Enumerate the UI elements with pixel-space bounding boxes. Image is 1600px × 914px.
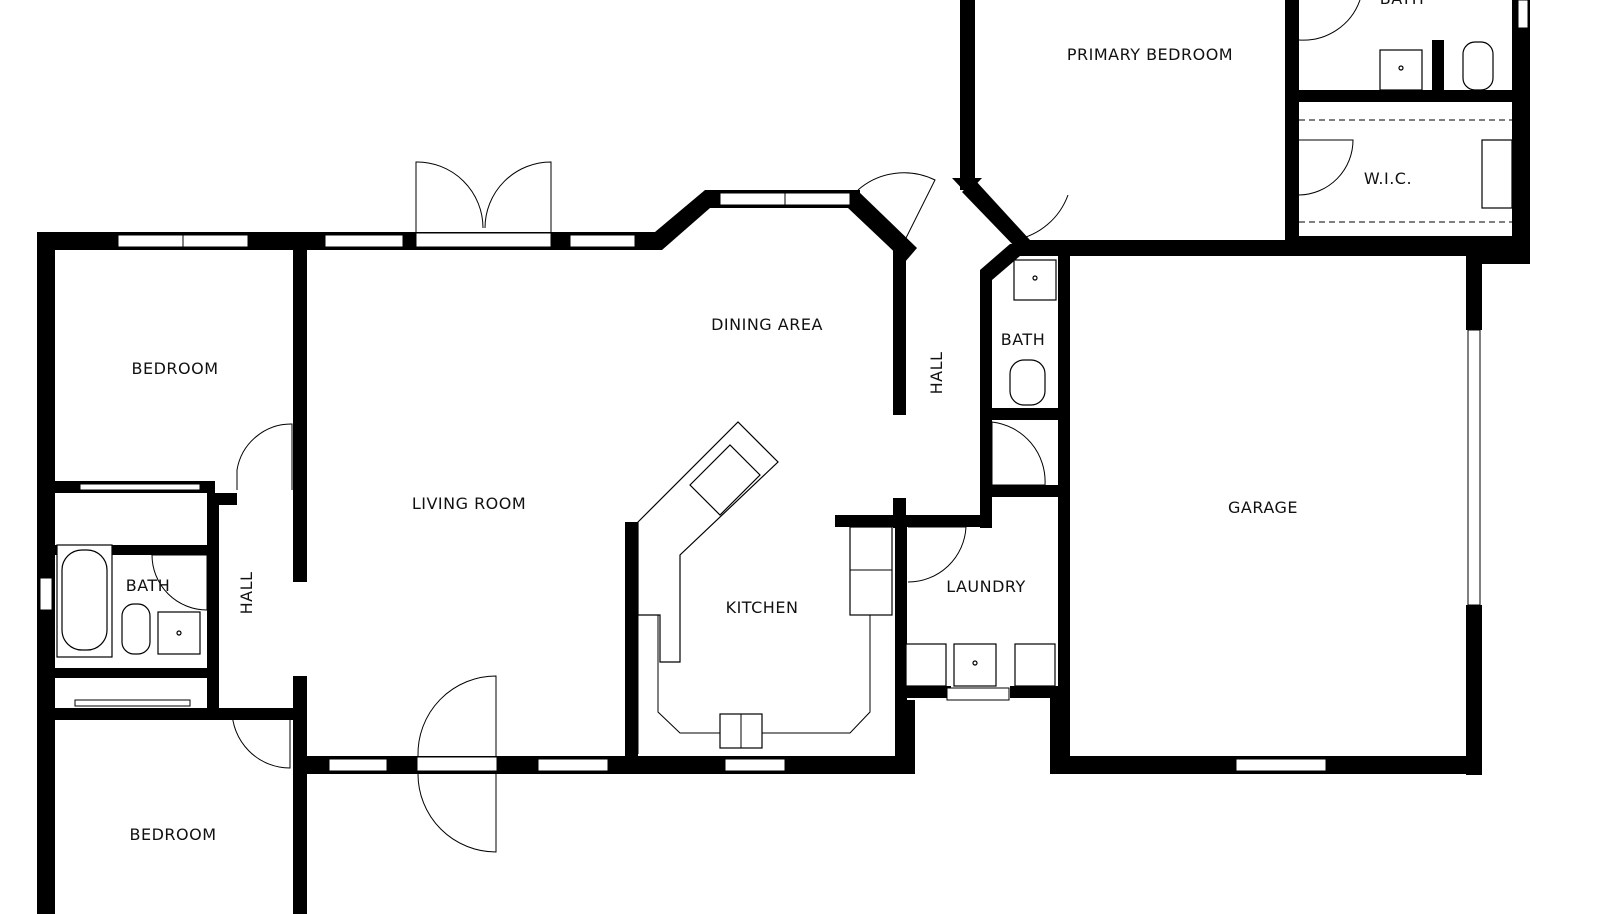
label-bath-top: BATH <box>1380 0 1424 8</box>
label-garage: GARAGE <box>1228 498 1298 517</box>
label-dining-area: DINING AREA <box>711 315 823 334</box>
room-labels: PRIMARY BEDROOM BATH W.I.C. BEDROOM DINI… <box>126 0 1424 844</box>
doors <box>151 0 1361 853</box>
label-hall-left: HALL <box>237 572 256 615</box>
label-bath-center: BATH <box>1001 330 1045 349</box>
label-bath-left: BATH <box>126 576 170 595</box>
walls <box>37 0 1530 914</box>
label-kitchen: KITCHEN <box>726 598 799 617</box>
windows <box>39 0 1529 772</box>
label-living-room: LIVING ROOM <box>412 494 526 513</box>
label-bedroom-left: BEDROOM <box>131 359 218 378</box>
label-wic: W.I.C. <box>1364 169 1412 188</box>
label-primary-bedroom: PRIMARY BEDROOM <box>1067 45 1233 64</box>
label-laundry: LAUNDRY <box>946 577 1026 596</box>
label-hall-center: HALL <box>927 352 946 395</box>
label-bedroom-bottom: BEDROOM <box>129 825 216 844</box>
fixtures <box>56 41 1513 754</box>
